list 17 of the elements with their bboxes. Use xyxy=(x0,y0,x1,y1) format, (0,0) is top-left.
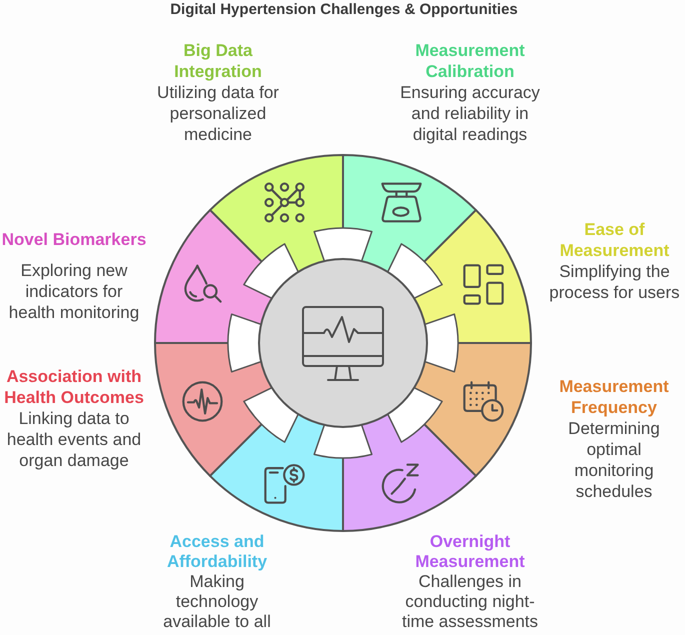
segment-heading: Novel Biomarkers xyxy=(2,229,146,250)
segment-description: Challenges in conducting night-time assessments xyxy=(400,572,540,632)
segment-heading: Big Data Integration xyxy=(173,40,263,82)
segment-heading: Access and Affordability xyxy=(166,532,268,572)
segment-description: Exploring new indicators for health monitoring xyxy=(8,260,140,323)
title: Digital Hypertension Challenges & Opportunities xyxy=(170,0,518,19)
segment-heading: Association with Health Outcomes xyxy=(3,366,145,408)
segment-heading: Measurement Frequency xyxy=(558,376,670,418)
segment-description: Ensuring accuracy and reliability in digital readings xyxy=(399,82,541,145)
segment-description: Utilizing data for personalized medicine xyxy=(156,82,280,145)
segment-heading: Overnight Measurement xyxy=(414,532,526,572)
segment-heading: Ease of Measurement xyxy=(558,219,670,261)
segment-description: Simplifying the process for users xyxy=(548,261,681,303)
segment-description: Linking data to health events and organ damage xyxy=(6,408,142,471)
segment-heading: Measurement Calibration xyxy=(414,40,526,82)
segment-description: Determining optimal monitoring schedules xyxy=(567,418,661,502)
segment-description: Making technology available to all xyxy=(162,572,272,632)
